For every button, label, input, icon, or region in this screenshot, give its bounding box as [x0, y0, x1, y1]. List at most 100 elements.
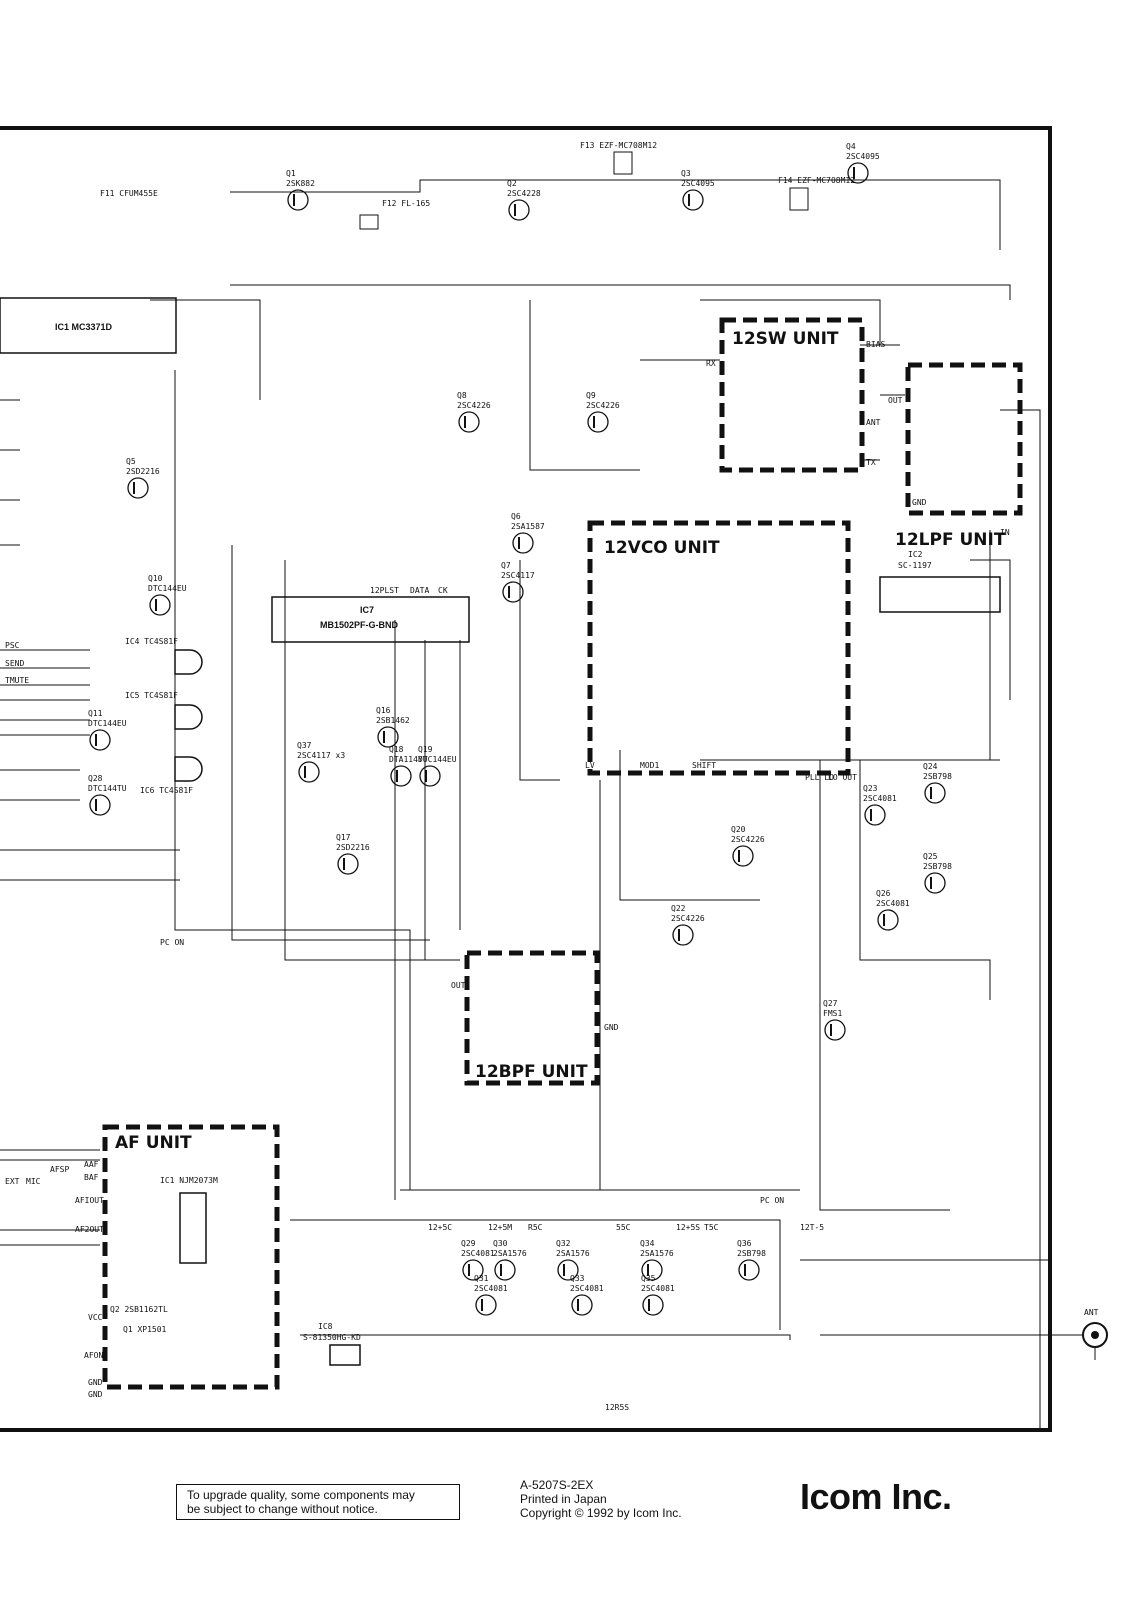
svg-text:12+5S: 12+5S: [676, 1223, 700, 1232]
notice-line-1: To upgrade quality, some components may: [187, 1488, 415, 1502]
transistor-part: 2SC4226: [671, 914, 705, 923]
transistor-symbol: [149, 594, 171, 616]
svg-text:CK: CK: [438, 586, 448, 595]
rail-labels: 12+5C 12+5M R5C 55C 12+5S T5C 12T-5 12R5…: [428, 1223, 824, 1412]
svg-text:ANT: ANT: [866, 418, 881, 427]
transistor-symbol: [557, 1259, 579, 1281]
unit-12sw: 12SW UNIT BIAS RX TX ANT: [706, 317, 885, 473]
transistor-symbol: [587, 411, 609, 433]
ic2-ref: IC2: [908, 550, 923, 559]
ic1-mc3371d: IC1 MC3371D: [0, 297, 177, 354]
transistor-part: 2SC4081: [570, 1284, 604, 1293]
transistor-part: DTC144TU: [88, 784, 127, 793]
svg-text:12T-5: 12T-5: [800, 1223, 824, 1232]
svg-text:EXT: EXT: [5, 1177, 20, 1186]
transistor-part: 2SC4081: [461, 1249, 495, 1258]
unit-12bpf-label: 12BPF UNIT: [475, 1062, 588, 1082]
transistor-ref: Q8: [457, 391, 467, 400]
transistor-symbol: [502, 581, 524, 603]
transistor-part: 2SC4095: [681, 179, 715, 188]
svg-text:LO OUT: LO OUT: [828, 773, 857, 782]
svg-text:55C: 55C: [616, 1223, 631, 1232]
transistor-ref: Q27: [823, 999, 838, 1008]
svg-text:GND: GND: [912, 498, 927, 507]
f13-label: F13 EZF-MC708M12: [580, 141, 657, 150]
transistor-part: 2SC4226: [586, 401, 620, 410]
ic7-part: MB1502PF-G-BND: [320, 620, 399, 630]
f13-filter: [613, 151, 633, 175]
transistor-ref: Q35: [641, 1274, 656, 1283]
transistor-ref: Q36: [737, 1239, 752, 1248]
transistor-symbol: [89, 729, 111, 751]
transistor-symbol: [738, 1259, 760, 1281]
copyright: Copyright © 1992 by Icom Inc.: [520, 1506, 682, 1520]
transistor-symbol: [877, 909, 899, 931]
svg-text:AAF: AAF: [84, 1160, 99, 1169]
svg-text:12+5C: 12+5C: [428, 1223, 452, 1232]
transistor-part: 2SC4081: [876, 899, 910, 908]
transistor-part: 2SC4226: [731, 835, 765, 844]
f11-label: F11 CFUM455E: [100, 189, 158, 198]
transistor-ref: Q10: [148, 574, 163, 583]
transistor-ref: Q33: [570, 1274, 585, 1283]
unit-12lpf: 12LPF UNIT OUT IN GND: [888, 362, 1023, 550]
icom-logo: Icom Inc.: [800, 1476, 952, 1517]
transistor-ref: Q3: [681, 169, 691, 178]
transistor-ref: Q16: [376, 706, 391, 715]
svg-text:AFON: AFON: [84, 1351, 103, 1360]
transistor-part: 2SC4226: [457, 401, 491, 410]
transistor-symbol: [732, 845, 754, 867]
svg-text:SHIFT: SHIFT: [692, 761, 716, 770]
svg-text:TX: TX: [866, 458, 876, 467]
left-signal-labels: PSC SEND TMUTE PC ON EXT MIC AFSP 12PLST…: [5, 586, 784, 1205]
svg-text:R5C: R5C: [528, 1223, 543, 1232]
svg-text:Q1 XP1501: Q1 XP1501: [123, 1325, 167, 1334]
transistor-ref: Q5: [126, 457, 136, 466]
transistor-part: 2SC4081: [641, 1284, 675, 1293]
svg-text:PC ON: PC ON: [160, 938, 184, 947]
transistor-part: 2SC4081: [863, 794, 897, 803]
antenna-connector: ANT: [1050, 1308, 1108, 1360]
transistor-symbol: [924, 872, 946, 894]
ic7-mb1502: IC7 MB1502PF-G-BND: [271, 596, 470, 643]
transistor-ref: Q19: [418, 745, 433, 754]
transistor-part: DTA114YU: [389, 755, 428, 764]
transistor-part: DTC144EU: [88, 719, 127, 728]
svg-text:IC4 TC4S81F: IC4 TC4S81F: [125, 637, 178, 646]
transistor-symbol: [847, 162, 869, 184]
svg-text:12R5S: 12R5S: [605, 1403, 629, 1412]
svg-text:S-81350HG-KD: S-81350HG-KD: [303, 1333, 361, 1342]
unit-af-label: AF UNIT: [115, 1133, 192, 1153]
svg-text:IC8: IC8: [318, 1322, 333, 1331]
notice-line-2: be subject to change without notice.: [187, 1502, 378, 1516]
f12-label: F12 FL-165: [382, 199, 430, 208]
transistor-symbol: [462, 1259, 484, 1281]
transistor-part: 2SK882: [286, 179, 315, 188]
transistor-part: DTC144EU: [418, 755, 457, 764]
ic8-regulator: IC8 S-81350HG-KD: [303, 1322, 361, 1366]
transistor-ref: Q6: [511, 512, 521, 521]
svg-text:OUT: OUT: [451, 981, 466, 990]
transistor-symbol: [127, 477, 149, 499]
transistor-symbol: [512, 532, 534, 554]
transistor-part: 2SB1462: [376, 716, 410, 725]
transistor-part: 2SA1576: [556, 1249, 590, 1258]
svg-text:AFIOUT: AFIOUT: [75, 1196, 104, 1205]
transistor-symbol: [924, 782, 946, 804]
transistor-part: 2SD2216: [336, 843, 370, 852]
transistor-symbol: [642, 1294, 664, 1316]
ic2-part: SC-1197: [898, 561, 932, 570]
svg-text:GND: GND: [88, 1390, 103, 1399]
transistor-ref: Q32: [556, 1239, 571, 1248]
transistor-symbol: [475, 1294, 497, 1316]
print-info: A-5207S-2EX Printed in Japan Copyright ©…: [520, 1478, 682, 1520]
gate-ic4: IC4 TC4S81F: [125, 637, 203, 675]
transistor-symbol: [89, 794, 111, 816]
transistor-ref: Q1: [286, 169, 296, 178]
svg-text:T5C: T5C: [704, 1223, 719, 1232]
gate-ic5: IC5 TC4S81F: [125, 691, 203, 730]
f12-filter: [359, 214, 379, 230]
transistor-ref: Q23: [863, 784, 878, 793]
transistor-ref: Q29: [461, 1239, 476, 1248]
